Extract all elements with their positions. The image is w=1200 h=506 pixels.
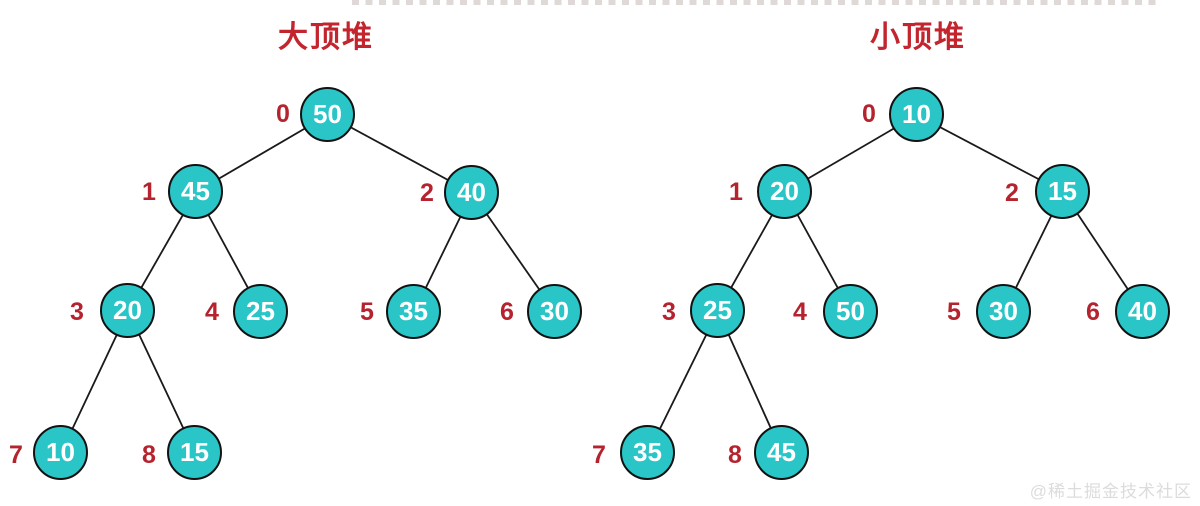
min-heap-node-3: 25: [690, 283, 745, 338]
max-heap-node-2: 40: [444, 165, 499, 220]
min-heap-index-4: 4: [793, 298, 807, 326]
max-heap-index-8: 8: [142, 441, 156, 469]
max-heap-index-3: 3: [70, 298, 84, 326]
max-heap-index-6: 6: [500, 298, 514, 326]
max-heap-node-3: 20: [100, 283, 155, 338]
min-heap-node-1: 20: [757, 164, 812, 219]
max-heap-title: 大顶堆: [278, 21, 374, 54]
max-heap-index-0: 0: [276, 100, 290, 128]
min-heap-node-0: 10: [889, 87, 944, 142]
min-heap-index-3: 3: [662, 298, 676, 326]
watermark: @稀土掘金技术社区: [1029, 482, 1192, 501]
max-heap-node-4: 25: [233, 284, 288, 339]
max-heap-index-2: 2: [420, 179, 434, 207]
max-heap-node-1: 45: [168, 164, 223, 219]
min-heap-index-8: 8: [728, 441, 742, 469]
max-heap-node-8: 15: [167, 425, 222, 480]
max-heap-index-7: 7: [9, 441, 23, 469]
min-heap-node-8: 45: [754, 425, 809, 480]
max-heap-node-7: 10: [33, 425, 88, 480]
min-heap-index-6: 6: [1086, 298, 1100, 326]
min-heap-index-5: 5: [947, 298, 961, 326]
min-heap-index-0: 0: [862, 100, 876, 128]
cropped-text-dashes: [352, 0, 1160, 5]
max-heap-node-0: 50: [300, 87, 355, 142]
min-heap-title: 小顶堆: [870, 21, 966, 54]
min-heap-node-7: 35: [620, 425, 675, 480]
min-heap-index-7: 7: [592, 441, 606, 469]
min-heap-node-5: 30: [976, 284, 1031, 339]
min-heap-node-4: 50: [823, 284, 878, 339]
max-heap-index-5: 5: [360, 298, 374, 326]
max-heap-index-4: 4: [205, 298, 219, 326]
min-heap-index-1: 1: [729, 178, 743, 206]
min-heap-node-6: 40: [1115, 284, 1170, 339]
min-heap-node-2: 15: [1035, 164, 1090, 219]
max-heap-node-6: 30: [527, 284, 582, 339]
max-heap-index-1: 1: [142, 178, 156, 206]
min-heap-index-2: 2: [1005, 179, 1019, 207]
max-heap-node-5: 35: [386, 284, 441, 339]
